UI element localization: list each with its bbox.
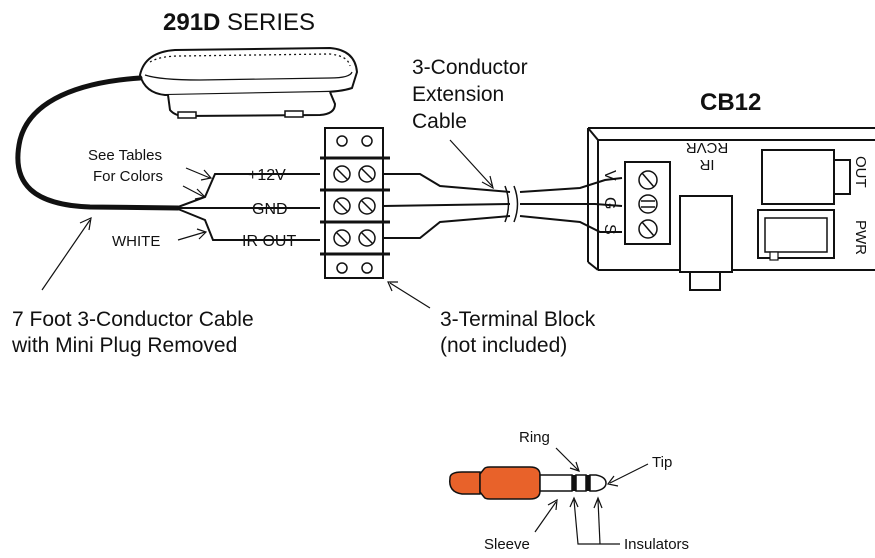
plug-insulator-1 (572, 475, 576, 491)
cb12-ir-label: IR (699, 156, 714, 173)
plug-sleeve (539, 474, 573, 492)
series-word-label: SERIES (227, 9, 315, 36)
extension-cable-label-line2: Extension (412, 83, 504, 106)
white-wire-arrow (177, 228, 208, 241)
plug-ring (575, 474, 587, 492)
plug-ring-label: Ring (519, 429, 550, 446)
extension-cable-label-line3: Cable (412, 110, 467, 133)
color-note-line1: See Tables (88, 147, 162, 164)
series-model-label: 291D (163, 9, 220, 36)
plug-label-arrows (534, 447, 649, 545)
extension-cable-label-line1: 3-Conductor (412, 56, 528, 79)
terminal-block (320, 127, 390, 279)
color-note-arrows (182, 167, 213, 200)
cb12-label: CB12 (700, 89, 761, 116)
cable-conductors (177, 173, 320, 241)
cb12-pwr-label: PWR (852, 220, 869, 255)
block-callout-line1: 3-Terminal Block (440, 308, 596, 331)
plug-sleeve-label: Sleeve (484, 536, 530, 553)
plug-tip (589, 474, 607, 492)
plug-insulators-label: Insulators (624, 536, 689, 553)
plug-strain-relief (449, 471, 481, 495)
block-callout-arrow (387, 281, 431, 309)
cb12-pin-g: G (601, 197, 618, 209)
cable-callout-line1: 7 Foot 3-Conductor Cable (12, 308, 254, 331)
seven-foot-cable (15, 75, 181, 211)
extension-cable-arrow (449, 139, 494, 190)
plug-insulator-2 (586, 475, 590, 491)
block-callout-line2: (not included) (440, 334, 567, 357)
color-note-line2: For Colors (93, 168, 163, 185)
mini-plug (449, 466, 607, 500)
cb12-device (587, 127, 875, 291)
terminal-label-12v: +12V (248, 167, 286, 184)
plug-tip-label: Tip (652, 454, 672, 471)
cable-callout-line2: with Mini Plug Removed (11, 334, 237, 357)
terminal-label-ir-out: IR OUT (242, 233, 296, 250)
plug-body (479, 466, 541, 500)
extension-cable (382, 173, 623, 239)
white-wire-label: WHITE (112, 233, 160, 250)
cb12-rcvr-label: RCVR (686, 139, 729, 156)
cb12-pin-v: V (601, 170, 618, 181)
terminal-label-gnd: GND (252, 201, 288, 218)
ir-receiver-device (138, 46, 359, 119)
cable-callout-arrow (41, 216, 92, 291)
cb12-pin-s: S (601, 224, 618, 235)
cb12-out-label: OUT (852, 156, 869, 188)
